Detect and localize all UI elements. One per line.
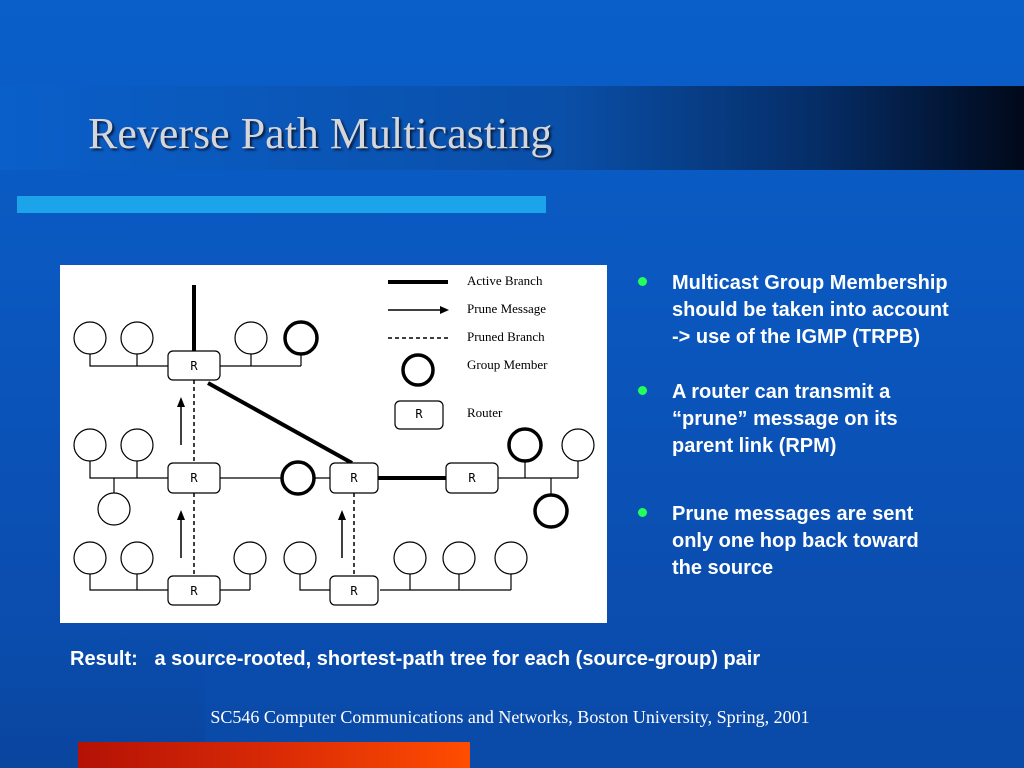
router-r3 [167,575,221,606]
group-member-icon [533,493,569,529]
bullet-dot-icon [638,277,647,286]
links [89,285,579,591]
legend-pruned-branch-label: Pruned Branch [467,329,545,344]
legend-group-member-icon [401,353,435,387]
prune-arrow-1-head [177,397,185,407]
host-icon [73,428,107,462]
footer-accent-bar [78,742,470,768]
router-r4-label: R [350,471,358,485]
legend: Active Branch Prune Message Pruned Branc… [388,273,548,430]
result-label: Result: [70,648,138,670]
slide-title: Reverse Path Multicasting [88,109,553,158]
rpm-diagram-svg: Active Branch Prune Message Pruned Branc… [73,273,595,606]
host-icon [234,321,268,355]
slide-footer: SC546 Computer Communications and Networ… [0,707,1024,728]
hosts [73,320,595,575]
lan-r1 [89,353,302,367]
router-r2-label: R [190,471,198,485]
bullet-dot-icon [638,386,647,395]
bullet-text: A router can transmit a “prune” message … [672,381,898,457]
router-r5-label: R [468,471,476,485]
network-diagram: Active Branch Prune Message Pruned Branc… [60,265,607,623]
host-icon [73,321,107,355]
lan-r5 [498,460,579,498]
bullet-item: Prune messages are sent only one hop bac… [632,501,952,582]
router-r1-label: R [190,359,198,373]
legend-prune-message-label: Prune Message [467,301,546,316]
host-icon [393,541,427,575]
result-line: Result: a source-rooted, shortest-path t… [70,648,760,671]
host-icon [494,541,528,575]
router-r5 [445,462,499,494]
group-member-icon [283,320,319,356]
host-icon [442,541,476,575]
group-member-icon [507,427,543,463]
legend-router-icon [394,400,444,430]
router-r6 [329,575,379,606]
host-icon [120,541,154,575]
legend-active-branch-label: Active Branch [467,273,543,288]
router-r2 [167,462,221,494]
bullet-item: A router can transmit a “prune” message … [632,379,952,460]
result-text: a source-rooted, shortest-path tree for … [154,648,761,670]
lan-r3 [89,573,251,591]
router-r4 [329,462,379,494]
host-icon [97,492,131,526]
routers: R R R R R R [167,350,499,606]
host-icon [561,428,595,462]
router-r3-label: R [190,584,198,598]
bullet-text: Prune messages are sent only one hop bac… [672,503,919,579]
bullet-list: Multicast Group Membership should be tak… [632,270,952,582]
group-member-icon [280,460,316,496]
router-r6-label: R [350,584,358,598]
bullet-text: Multicast Group Membership should be tak… [672,272,949,348]
bullet-item: Multicast Group Membership should be tak… [632,270,952,351]
lan-r6 [299,573,512,591]
host-icon [120,428,154,462]
lan-r2 [89,460,291,493]
host-icon [73,541,107,575]
legend-group-member-label: Group Member [467,357,548,372]
router-r1 [167,350,221,381]
host-icon [233,541,267,575]
bullet-dot-icon [638,508,647,517]
host-icon [120,321,154,355]
active-branch-diagonal [207,381,353,465]
host-icon [283,541,317,575]
title-band [0,86,1024,170]
prune-arrow-3-head [338,510,346,520]
title-underline-bar [17,196,546,213]
legend-router-label: Router [467,405,503,420]
legend-router-symbol: R [415,407,423,421]
prune-arrow-2-head [177,510,185,520]
footer-text: SC546 Computer Communications and Networ… [210,707,810,727]
legend-prune-arrowhead [440,306,449,314]
